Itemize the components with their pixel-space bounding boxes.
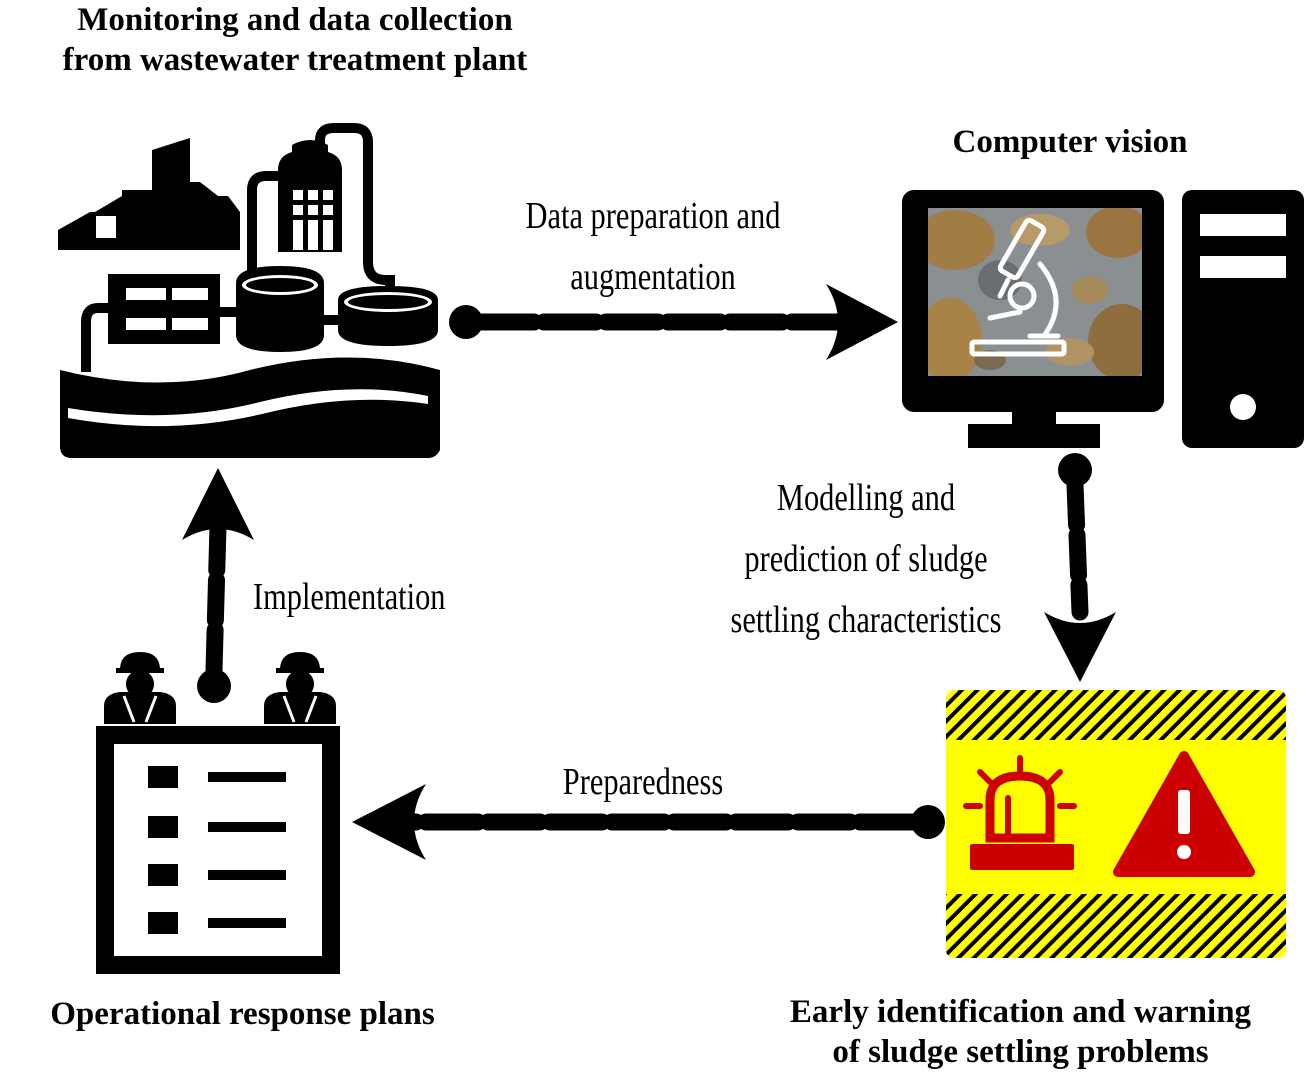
- data-prep-arrow: [449, 284, 898, 360]
- preparedness-arrow: [352, 784, 945, 860]
- worker-icon: [264, 652, 336, 724]
- factory-icon: [58, 123, 440, 458]
- data-prep-label: Data preparation and augmentation: [513, 186, 793, 308]
- factory-building: [58, 138, 240, 250]
- monitoring-title-line2: from wastewater treatment plant: [62, 42, 528, 79]
- pc-tower: [1182, 190, 1304, 448]
- worker-icon: [104, 652, 176, 724]
- siren-icon: [963, 755, 1077, 870]
- control-box: [108, 274, 220, 344]
- early-warning-title: Early identification and warning of slud…: [735, 992, 1306, 1073]
- modelling-label-line2: prediction of sludge: [744, 537, 988, 580]
- microscope-icon: [969, 217, 1067, 357]
- computer-vision-title: Computer vision: [952, 124, 1188, 160]
- data-prep-label-line2: augmentation: [570, 255, 736, 298]
- early-warning-title-line2: of sludge settling problems: [832, 1034, 1209, 1071]
- early-warning-title-line1: Early identification and warning: [789, 994, 1252, 1030]
- preparedness-label: Preparedness: [562, 761, 724, 803]
- modelling-label-line1: Modelling and: [776, 477, 956, 519]
- implementation-label: Implementation: [253, 576, 446, 618]
- monitor-stand: [968, 424, 1100, 448]
- modelling-arrow: [1044, 453, 1116, 682]
- response-plans-title: Operational response plans: [50, 996, 435, 1032]
- implementation-arrow: [182, 468, 254, 703]
- monitoring-title-line1: Monitoring and data collection: [77, 2, 513, 38]
- computer-icon: [902, 190, 1304, 448]
- monitoring-title: Monitoring and data collection from wast…: [0, 0, 590, 81]
- data-prep-label-line1: Data preparation and: [525, 195, 781, 237]
- warning-triangle-icon: [1113, 751, 1255, 877]
- modelling-label: Modelling and prediction of sludge settl…: [690, 468, 1042, 650]
- checklist-icon: [96, 726, 340, 974]
- modelling-label-line3: settling characteristics: [730, 598, 1002, 641]
- warning-panel: [946, 690, 1286, 958]
